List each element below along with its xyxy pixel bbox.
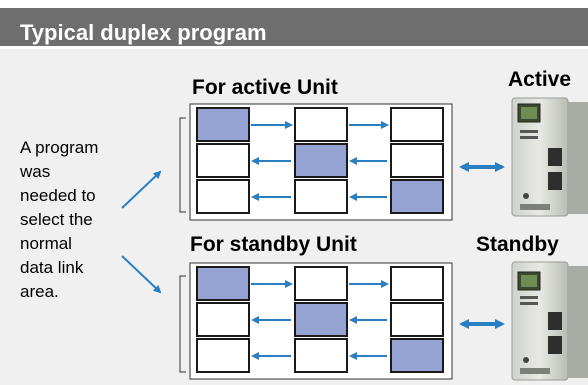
note-line: A program — [20, 138, 99, 157]
data-cell-highlighted — [294, 143, 348, 178]
standby-panel-title: For standby Unit — [190, 233, 357, 256]
data-cell-highlighted — [390, 179, 444, 214]
data-cell-highlighted — [196, 107, 250, 142]
note-line: data link — [20, 258, 84, 277]
standby-bracket — [179, 275, 186, 373]
note-line: area. — [20, 282, 59, 301]
data-cell — [390, 107, 444, 142]
data-cell — [390, 302, 444, 337]
data-cell — [390, 266, 444, 301]
data-cell — [196, 338, 250, 373]
note-line: needed to — [20, 186, 96, 205]
standby-unit-label: Standby — [476, 233, 559, 256]
data-cell — [196, 143, 250, 178]
note-line: was — [20, 162, 51, 181]
active-panel-title: For active Unit — [192, 76, 338, 99]
note-line: select the — [20, 210, 93, 229]
data-cell — [294, 338, 348, 373]
plc-unit-icon — [511, 97, 588, 217]
note-arrow-up — [121, 170, 162, 209]
data-cell — [294, 107, 348, 142]
active-bracket — [179, 117, 186, 213]
data-cell — [294, 179, 348, 214]
data-cell — [294, 266, 348, 301]
data-cell — [196, 302, 250, 337]
data-cell — [390, 143, 444, 178]
plc-unit-icon — [511, 261, 588, 381]
data-cell-highlighted — [294, 302, 348, 337]
active-panel — [179, 103, 453, 221]
note-line: normal — [20, 234, 72, 253]
note-arrow-down — [121, 255, 162, 294]
header-divider — [0, 46, 588, 49]
page-title: Typical duplex program — [20, 20, 267, 45]
active-unit-label: Active — [508, 68, 572, 91]
explanation-note: A program was needed to select the norma… — [20, 136, 130, 304]
header-bar: Typical duplex program — [0, 8, 588, 46]
data-cell-highlighted — [196, 266, 250, 301]
top-strip — [0, 0, 588, 8]
data-cell — [196, 179, 250, 214]
data-cell-highlighted — [390, 338, 444, 373]
standby-panel — [179, 262, 453, 380]
